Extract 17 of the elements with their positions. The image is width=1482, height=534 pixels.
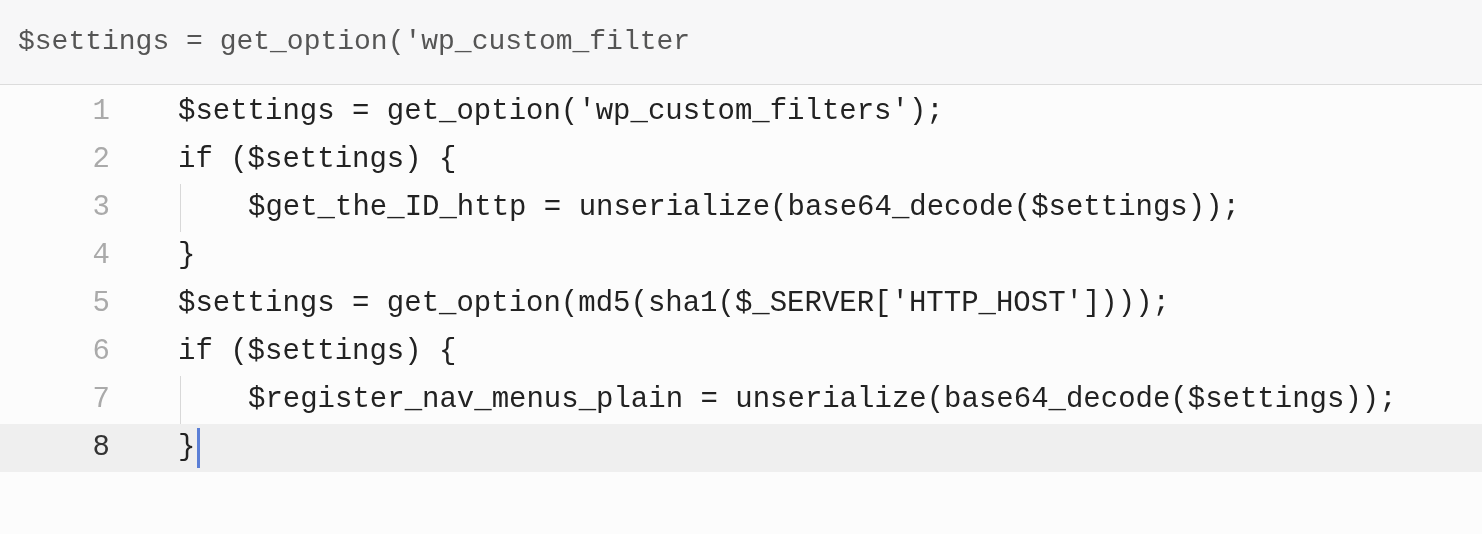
line-number: 7: [92, 382, 110, 418]
search-text: $settings = get_option('wp_custom_filter: [18, 25, 691, 59]
line-number: 2: [92, 142, 110, 178]
code-line: $settings = get_option('wp_custom_filters');: [178, 94, 944, 130]
code-line: $settings = get_option(md5(sha1($_SERVER['HTTP_HOST'])));: [178, 286, 1170, 322]
code-line: if ($settings) {: [178, 142, 457, 178]
line-number: 4: [92, 238, 110, 274]
code-line: $get_the_ID_http = unserialize(base64_decode($settings));: [248, 190, 1240, 226]
line-number: 1: [92, 94, 110, 130]
code-line: }: [178, 430, 196, 466]
code-line: if ($settings) {: [178, 334, 457, 370]
line-number: 8: [92, 430, 110, 466]
line-number: 5: [92, 286, 110, 322]
line-number: 6: [92, 334, 110, 370]
code-line: $register_nav_menus_plain = unserialize(base64_decode($settings));: [248, 382, 1397, 418]
line-number: 3: [92, 190, 110, 226]
code-line: }: [178, 238, 196, 274]
